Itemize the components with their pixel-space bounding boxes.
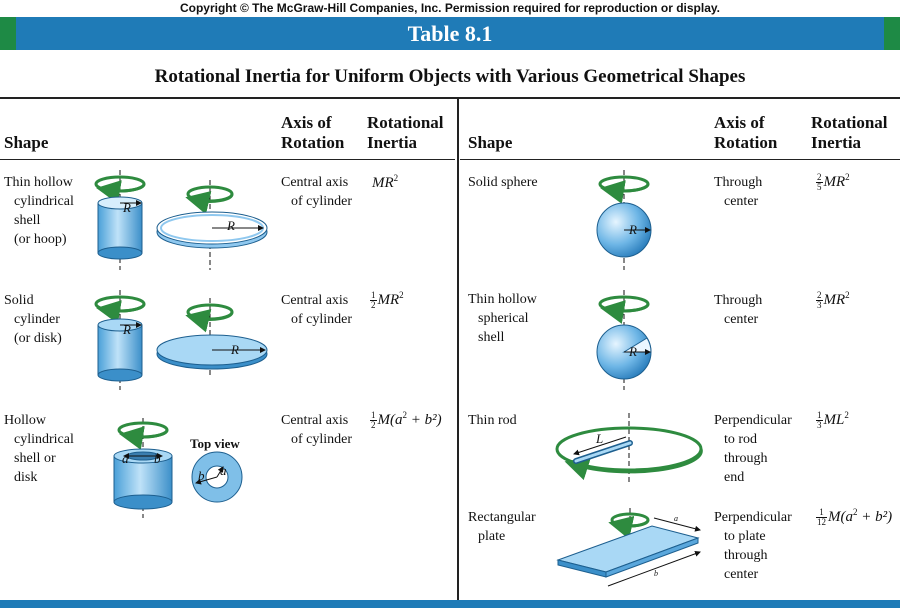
- inertia-thin-hollow-cylinder: MR2: [372, 173, 399, 191]
- svg-text:L: L: [595, 431, 603, 446]
- shape-name-solid-sphere: Solid sphere: [468, 175, 538, 190]
- hollow-cylinder-figure: a b: [113, 418, 173, 518]
- svg-text:a: a: [122, 451, 129, 466]
- solid-cylinder-figure: R: [94, 290, 146, 390]
- axis-solid-sphere: Through center: [714, 175, 763, 209]
- right-header-rule: [460, 159, 900, 160]
- svg-text:R: R: [628, 344, 637, 359]
- svg-text:R: R: [226, 218, 235, 233]
- footer-bar: [0, 600, 900, 608]
- axis-thin-rod: Perpendicular to rod through end: [714, 413, 792, 485]
- axis-thin-hollow-cylinder: Central axis of cylinder: [281, 175, 353, 209]
- shape-name-rectangular-plate: Rectangular plate: [468, 510, 536, 544]
- hoop-figure: R: [156, 180, 268, 270]
- shape-name-thin-rod: Thin rod: [468, 413, 517, 428]
- axis-solid-cylinder: Central axis of cylinder: [281, 293, 353, 327]
- hollow-sphere-figure: R: [596, 290, 652, 390]
- svg-text:R: R: [122, 200, 131, 215]
- left-header-rule: [0, 159, 455, 160]
- svg-text:b: b: [198, 468, 205, 483]
- table-subtitle: Rotational Inertia for Uniform Objects w…: [154, 66, 746, 87]
- table-banner: Table 8.1: [0, 17, 900, 50]
- copyright-notice: Copyright © The McGraw-Hill Companies, I…: [179, 1, 721, 15]
- shape-name-hollow-sphere: Thin hollow spherical shell: [468, 292, 537, 345]
- svg-text:R: R: [628, 222, 637, 237]
- table-label: Table 8.1: [407, 21, 493, 46]
- header-shape-right: Shape: [468, 133, 513, 152]
- top-view-figure: a b: [191, 451, 243, 503]
- thin-rod-figure: L: [555, 413, 703, 483]
- rectangular-plate-figure: a b: [556, 508, 701, 587]
- top-rule: [0, 97, 900, 99]
- svg-text:b: b: [654, 569, 658, 578]
- top-view-label: Top view: [190, 436, 240, 451]
- shape-name-thin-hollow-cylinder: Thin hollow cylindrical shell (or hoop): [4, 175, 74, 247]
- header-shape-left: Shape: [4, 133, 49, 152]
- axis-hollow-cylinder: Central axis of cylinder: [281, 413, 353, 447]
- axis-hollow-sphere: Through center: [714, 293, 763, 327]
- svg-text:R: R: [230, 342, 239, 357]
- svg-text:R: R: [122, 322, 131, 337]
- shape-name-solid-cylinder: Solid cylinder (or disk): [4, 293, 62, 346]
- shape-name-hollow-cylinder: Hollow cylindrical shell or disk: [4, 413, 74, 485]
- solid-sphere-figure: R: [596, 170, 652, 270]
- disk-figure: R: [156, 298, 268, 378]
- svg-text:b: b: [154, 451, 161, 466]
- svg-text:a: a: [674, 514, 678, 523]
- svg-text:a: a: [220, 463, 227, 478]
- column-divider: [457, 99, 459, 600]
- axis-rectangular-plate: Perpendicular to plate through center: [714, 510, 792, 582]
- thin-hollow-cylinder-figure: R: [94, 170, 146, 270]
